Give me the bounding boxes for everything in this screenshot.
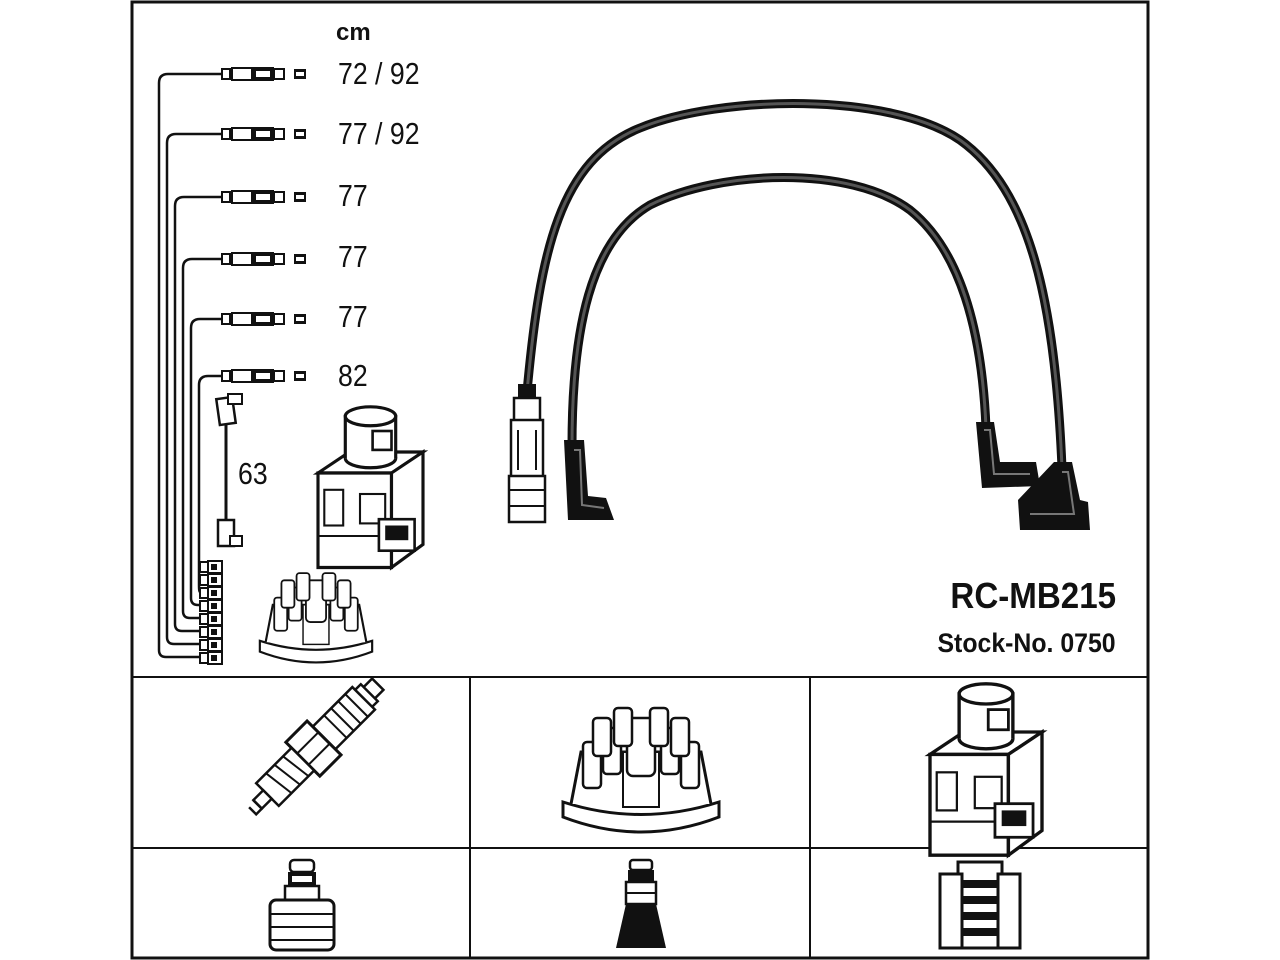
cable-3-length: 77 — [338, 178, 368, 213]
cable-1-connector — [221, 66, 307, 82]
cable-4-length: 77 — [338, 239, 368, 274]
coil-cable — [214, 393, 243, 548]
coil-terminal-icon — [938, 860, 1022, 950]
distributor-terminal-icon — [616, 858, 666, 948]
ignition-coil-small-icon — [316, 405, 425, 570]
cable-1-length: 72 / 92 — [338, 56, 420, 91]
cable-6-length: 82 — [338, 358, 368, 393]
angled-boot-2-icon — [976, 422, 1040, 488]
cable-2-connector — [221, 126, 307, 142]
cable-5-length: 77 — [338, 299, 368, 334]
angled-boot-3-icon — [1018, 462, 1090, 530]
spark-plug-icon — [248, 676, 386, 817]
cable-4-connector — [221, 251, 307, 267]
straight-plug-boot-icon — [507, 384, 547, 524]
cable-3-connector — [221, 189, 307, 205]
long-cables — [522, 99, 1067, 469]
stock-number: Stock-No. 0750 — [937, 628, 1116, 658]
angled-boot-1-icon — [564, 440, 614, 520]
distributor-cap-small-icon — [258, 572, 374, 664]
ignition-coil-icon — [928, 682, 1044, 857]
distributor-cap-icon — [561, 706, 721, 834]
cable-2-length: 77 / 92 — [338, 116, 420, 151]
model-number: RC-MB215 — [950, 575, 1116, 616]
cable-5-connector — [221, 311, 307, 327]
plug-terminal-icon — [268, 858, 336, 952]
coil-cable-length: 63 — [238, 456, 268, 491]
cable-6-connector — [221, 368, 307, 384]
unit-label: cm — [336, 19, 371, 46]
distributor-terminals — [199, 560, 223, 665]
